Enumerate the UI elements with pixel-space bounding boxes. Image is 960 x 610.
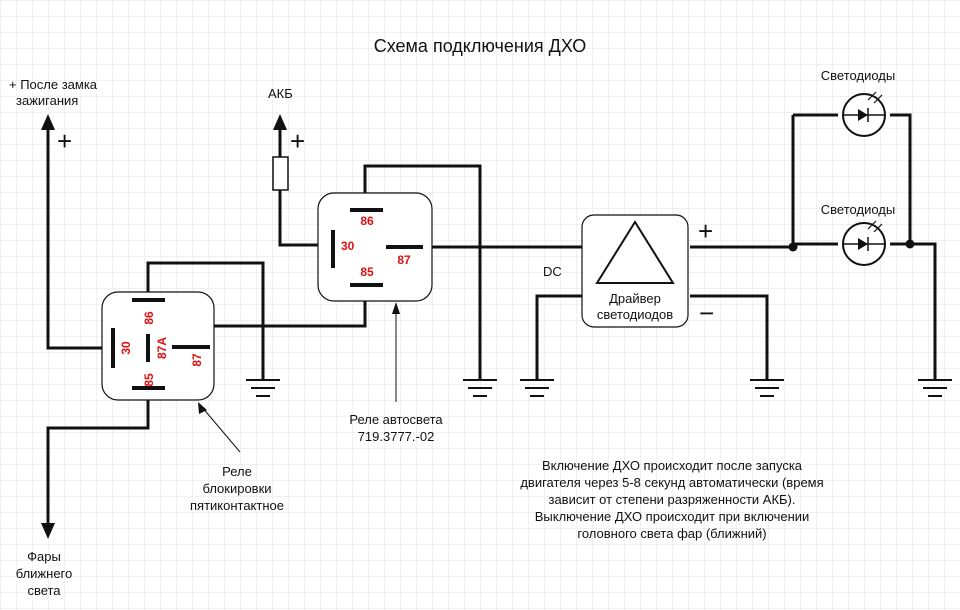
note-line: головного света фар (ближний) [577, 526, 766, 541]
relay-auto-label-2: 719.3777.-02 [358, 429, 435, 444]
note: Включение ДХО происходит после запуска д… [520, 458, 823, 541]
ground-symbols [246, 379, 952, 397]
note-line: зависит от степени разряженности АКБ). [548, 492, 795, 507]
leds-label-bottom: Светодиоды [821, 202, 895, 217]
plus-sign-battery: + [290, 126, 305, 156]
ground-icon [520, 379, 554, 397]
pointer-arrowhead [392, 302, 400, 314]
plus-sign-ignition: + [57, 126, 72, 156]
wire-driver-minus [690, 294, 769, 380]
pin-87: 87 [397, 253, 411, 267]
pin-86: 86 [142, 311, 156, 325]
wires [46, 113, 937, 525]
low-beam-label-3: света [27, 583, 61, 598]
pin-87: 87 [190, 353, 204, 367]
relay-block-label-1: Реле [222, 464, 252, 479]
pin-85: 85 [360, 265, 374, 279]
relay-auto-box [317, 192, 433, 302]
note-line: Выключение ДХО происходит при включении [535, 509, 810, 524]
junction-dot [905, 239, 915, 249]
wire-battery-to-30 [278, 190, 330, 247]
pin-30: 30 [119, 341, 133, 355]
wire-block85-lowbeam [46, 388, 150, 525]
ground-icon [750, 379, 784, 397]
relay-block: 86 30 87A 87 85 [101, 291, 215, 401]
relay-block-box [101, 291, 215, 401]
wire-led-bottom-right [890, 242, 937, 380]
battery-label: АКБ [268, 86, 293, 101]
minus-sign-driver: − [699, 298, 714, 328]
wire-driver-gnd-left [535, 294, 582, 380]
arrow-up-ignition [41, 114, 55, 130]
pin-87a: 87A [155, 337, 169, 359]
led-bottom [842, 220, 886, 266]
pin-85: 85 [142, 373, 156, 387]
relay-block-label-3: пятиконтактное [190, 498, 284, 513]
wire-86-to-ground [363, 164, 482, 380]
plus-sign-driver: + [698, 216, 713, 246]
led-driver: Драйвер светодиодов [581, 214, 689, 328]
pointer-arrowhead [198, 402, 207, 414]
low-beam-label-1: Фары [27, 549, 61, 564]
low-beam-label-2: ближнего [16, 566, 73, 581]
driver-label-2: светодиодов [597, 307, 673, 322]
relay-auto: 86 30 85 87 [317, 192, 433, 302]
led-top [842, 91, 886, 137]
pin-86: 86 [360, 214, 374, 228]
ignition-label-1: + После замка [9, 77, 98, 92]
dc-label: DC [543, 264, 562, 279]
wire-ignition [46, 128, 110, 350]
junction-dot [788, 242, 798, 252]
ground-icon [918, 379, 952, 397]
relay-auto-label-1: Реле автосвета [349, 412, 443, 427]
ground-icon [463, 379, 497, 397]
ignition-label-2: зажигания [16, 93, 78, 108]
triangle-icon [595, 220, 675, 284]
diagram-title: Схема подключения ДХО [374, 36, 586, 56]
driver-label-1: Драйвер [609, 291, 661, 306]
ground-icon [246, 379, 280, 397]
note-line: двигателя через 5-8 секунд автоматически… [520, 475, 823, 490]
wire-block86-ground [146, 261, 265, 380]
pointer-lines [200, 305, 397, 453]
note-line: Включение ДХО происходит после запуска [542, 458, 803, 473]
pin-30: 30 [341, 239, 355, 253]
leds-label-top: Светодиоды [821, 68, 895, 83]
arrow-up-battery [273, 114, 287, 130]
arrow-down-lowbeam [41, 523, 55, 539]
wire-led-top-right [890, 113, 912, 247]
arrows [41, 114, 287, 539]
junctions [788, 239, 915, 252]
relay-block-label-2: блокировки [202, 481, 271, 496]
fuse-icon [272, 156, 289, 191]
